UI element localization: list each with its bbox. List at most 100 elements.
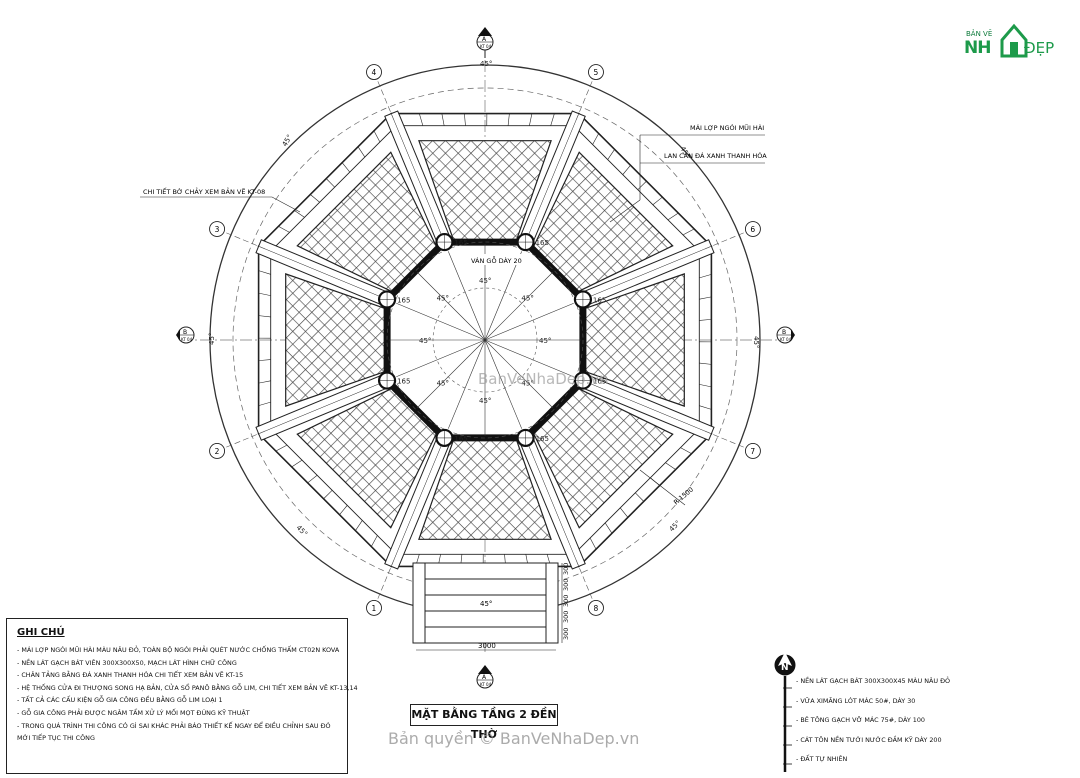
callout-railing: LAN CAN ĐÁ XANH THANH HÓA (664, 151, 767, 160)
column-dim: 165 (593, 378, 606, 386)
radial-dimension-lines (389, 244, 581, 436)
grid-axis-bubble (744, 443, 761, 459)
radial-line (484, 339, 523, 429)
legend-item: - NỀN LÁT GẠCH BÁT 300X300X45 MÀU NÂU ĐỎ (796, 677, 951, 685)
grid-axis-bubble (366, 64, 382, 81)
stair-tread-dims: 300 300 300 300 300 (562, 563, 570, 640)
north-arrow: N (774, 652, 796, 772)
column-dim: 165 (536, 435, 549, 443)
svg-text:B: B (782, 329, 786, 336)
note-item: - GỖ GIA CÔNG PHẢI ĐƯỢC NGÂM TẨM XỬ LÝ M… (17, 708, 250, 717)
svg-text:300: 300 (562, 595, 570, 607)
grid-axis-label: 3 (215, 225, 220, 234)
brand-top: BẢN VẼ (966, 30, 993, 38)
plan-title: MẶT BẰNG TẦNG 2 ĐỀN THỜ (410, 704, 558, 741)
watermark: BanVeNhaDep.vn (478, 370, 609, 388)
bottom-angle: 45° (480, 600, 492, 608)
legend-item: - BÊ TÔNG GẠCH VỠ MÁC 75#, DÀY 100 (796, 716, 925, 724)
brand-nh: NH (964, 38, 991, 58)
svg-text:300: 300 (562, 611, 570, 623)
inner-angle: 45° (479, 277, 491, 285)
inner-angle: 45° (539, 337, 551, 345)
note-item: - CHÂN TẢNG BẰNG ĐÁ XANH THANH HÓA CHI T… (17, 671, 244, 680)
svg-text:B: B (183, 329, 187, 336)
grid-axis-bubble (209, 221, 226, 237)
svg-text:45°: 45° (295, 524, 309, 538)
svg-text:KT 04: KT 04 (780, 337, 792, 342)
inner-dimension-labels: 165 165 165 165 165 165 165 165 45° 45° 45° 45° 45° 4… (397, 239, 606, 443)
svg-text:R 1500: R 1500 (672, 486, 695, 507)
inner-angle: 45° (521, 295, 533, 303)
svg-text:N: N (781, 663, 789, 673)
note-item: - MÁI LỢP NGÓI MŨI HÀI MÀU NÂU ĐỎ, TOÀN … (17, 646, 340, 654)
radial-line (416, 339, 486, 409)
section-marker-a-top: A KT 04 (476, 27, 494, 58)
notes-box: GHI CHÚ - MÁI LỢP NGÓI MŨI HÀI MÀU NÂU Đ… (6, 618, 358, 774)
grid-axis-label: 6 (750, 225, 755, 234)
copyright: Bản quyền © BanVeNhaDep.vn (388, 729, 640, 748)
legend-item: - ĐẤT TỰ NHIÊN (796, 755, 848, 763)
inner-angle: 45° (437, 379, 449, 387)
column-dim: 165 (454, 435, 467, 443)
section-marker-a-bottom: A KT 04 (476, 665, 494, 689)
svg-text:KT 04: KT 04 (480, 44, 492, 49)
columns (377, 232, 593, 448)
grid-axis-bubble (366, 599, 382, 616)
radial-line (447, 251, 486, 341)
radius-dim: R 1500 (639, 469, 695, 507)
radial-line (484, 251, 523, 341)
svg-text:300: 300 (562, 579, 570, 591)
radial-line (416, 271, 486, 341)
hip-ridge-beams (255, 110, 715, 570)
svg-text:300: 300 (562, 563, 570, 575)
grid-axis-bubble (209, 443, 226, 459)
column-dim: 165 (536, 239, 549, 247)
section-marker-b-right: B KT 04 (776, 326, 795, 344)
svg-text:KT 04: KT 04 (181, 337, 193, 342)
radial-line (484, 302, 574, 341)
svg-text:45°: 45° (208, 333, 216, 345)
grid-axis-bubble (588, 64, 604, 81)
callout-roof-railing (609, 134, 765, 223)
svg-text:A: A (482, 36, 487, 43)
svg-text:45°: 45° (752, 336, 760, 348)
radial-line (447, 339, 486, 429)
floor-dashed-circle (386, 241, 584, 439)
grid-axis-label: 7 (750, 447, 755, 456)
inner-angle: 45° (521, 379, 533, 387)
callout-fire-detail: CHI TIẾT BỜ CHẢY XEM BẢN VẼ KT-08 (143, 186, 265, 196)
column-dim: 165 (593, 296, 606, 304)
radial-line (484, 271, 554, 341)
column-dim: 165 (397, 378, 410, 386)
column-dim: 165 (397, 296, 410, 304)
radial-line (396, 339, 486, 378)
callout-floor-board: VÁN GỖ DÀY 20 (471, 255, 522, 265)
note-item: MỚI TIẾP TỤC THI CÔNG (17, 734, 95, 743)
svg-text:45°: 45° (281, 133, 294, 148)
inner-dashed-circle (432, 287, 538, 393)
grid-axis-bubble (588, 599, 604, 616)
column-dim: 165 (454, 239, 467, 247)
callout-fire-detail-leader (140, 196, 301, 213)
grid-axis-label: 4 (372, 68, 377, 77)
svg-text:KT 04: KT 04 (480, 682, 492, 687)
svg-text:45°: 45° (480, 60, 492, 68)
note-item: - TẤT CẢ CÁC CẤU KIỆN GỖ GIA CÔNG ĐỀU BẰ… (17, 696, 223, 705)
brand-dep: ĐẸP (1024, 39, 1055, 57)
inner-angle: 45° (419, 337, 431, 345)
notes-heading: GHI CHÚ (17, 627, 65, 638)
grid-axis-label: 2 (215, 447, 220, 456)
inner-angle: 45° (437, 295, 449, 303)
roof-tile-panels (285, 140, 685, 540)
grid-axis-label: 5 (593, 68, 598, 77)
house-icon (1000, 23, 1028, 58)
radial-line (484, 339, 554, 409)
svg-text:A: A (482, 674, 487, 681)
brand-logo: BẢN VẼ NH ĐẸP (960, 18, 1072, 64)
svg-text:300: 300 (562, 628, 570, 640)
note-item: - HỆ THỐNG CỬA ĐI THƯỢNG SONG HẠ BẢN, CỬ… (17, 683, 358, 692)
note-item: - TRONG QUÁ TRÌNH THI CÔNG CÓ GÌ SAI KHÁ… (17, 721, 331, 730)
grid-axis-label: 8 (593, 604, 598, 613)
